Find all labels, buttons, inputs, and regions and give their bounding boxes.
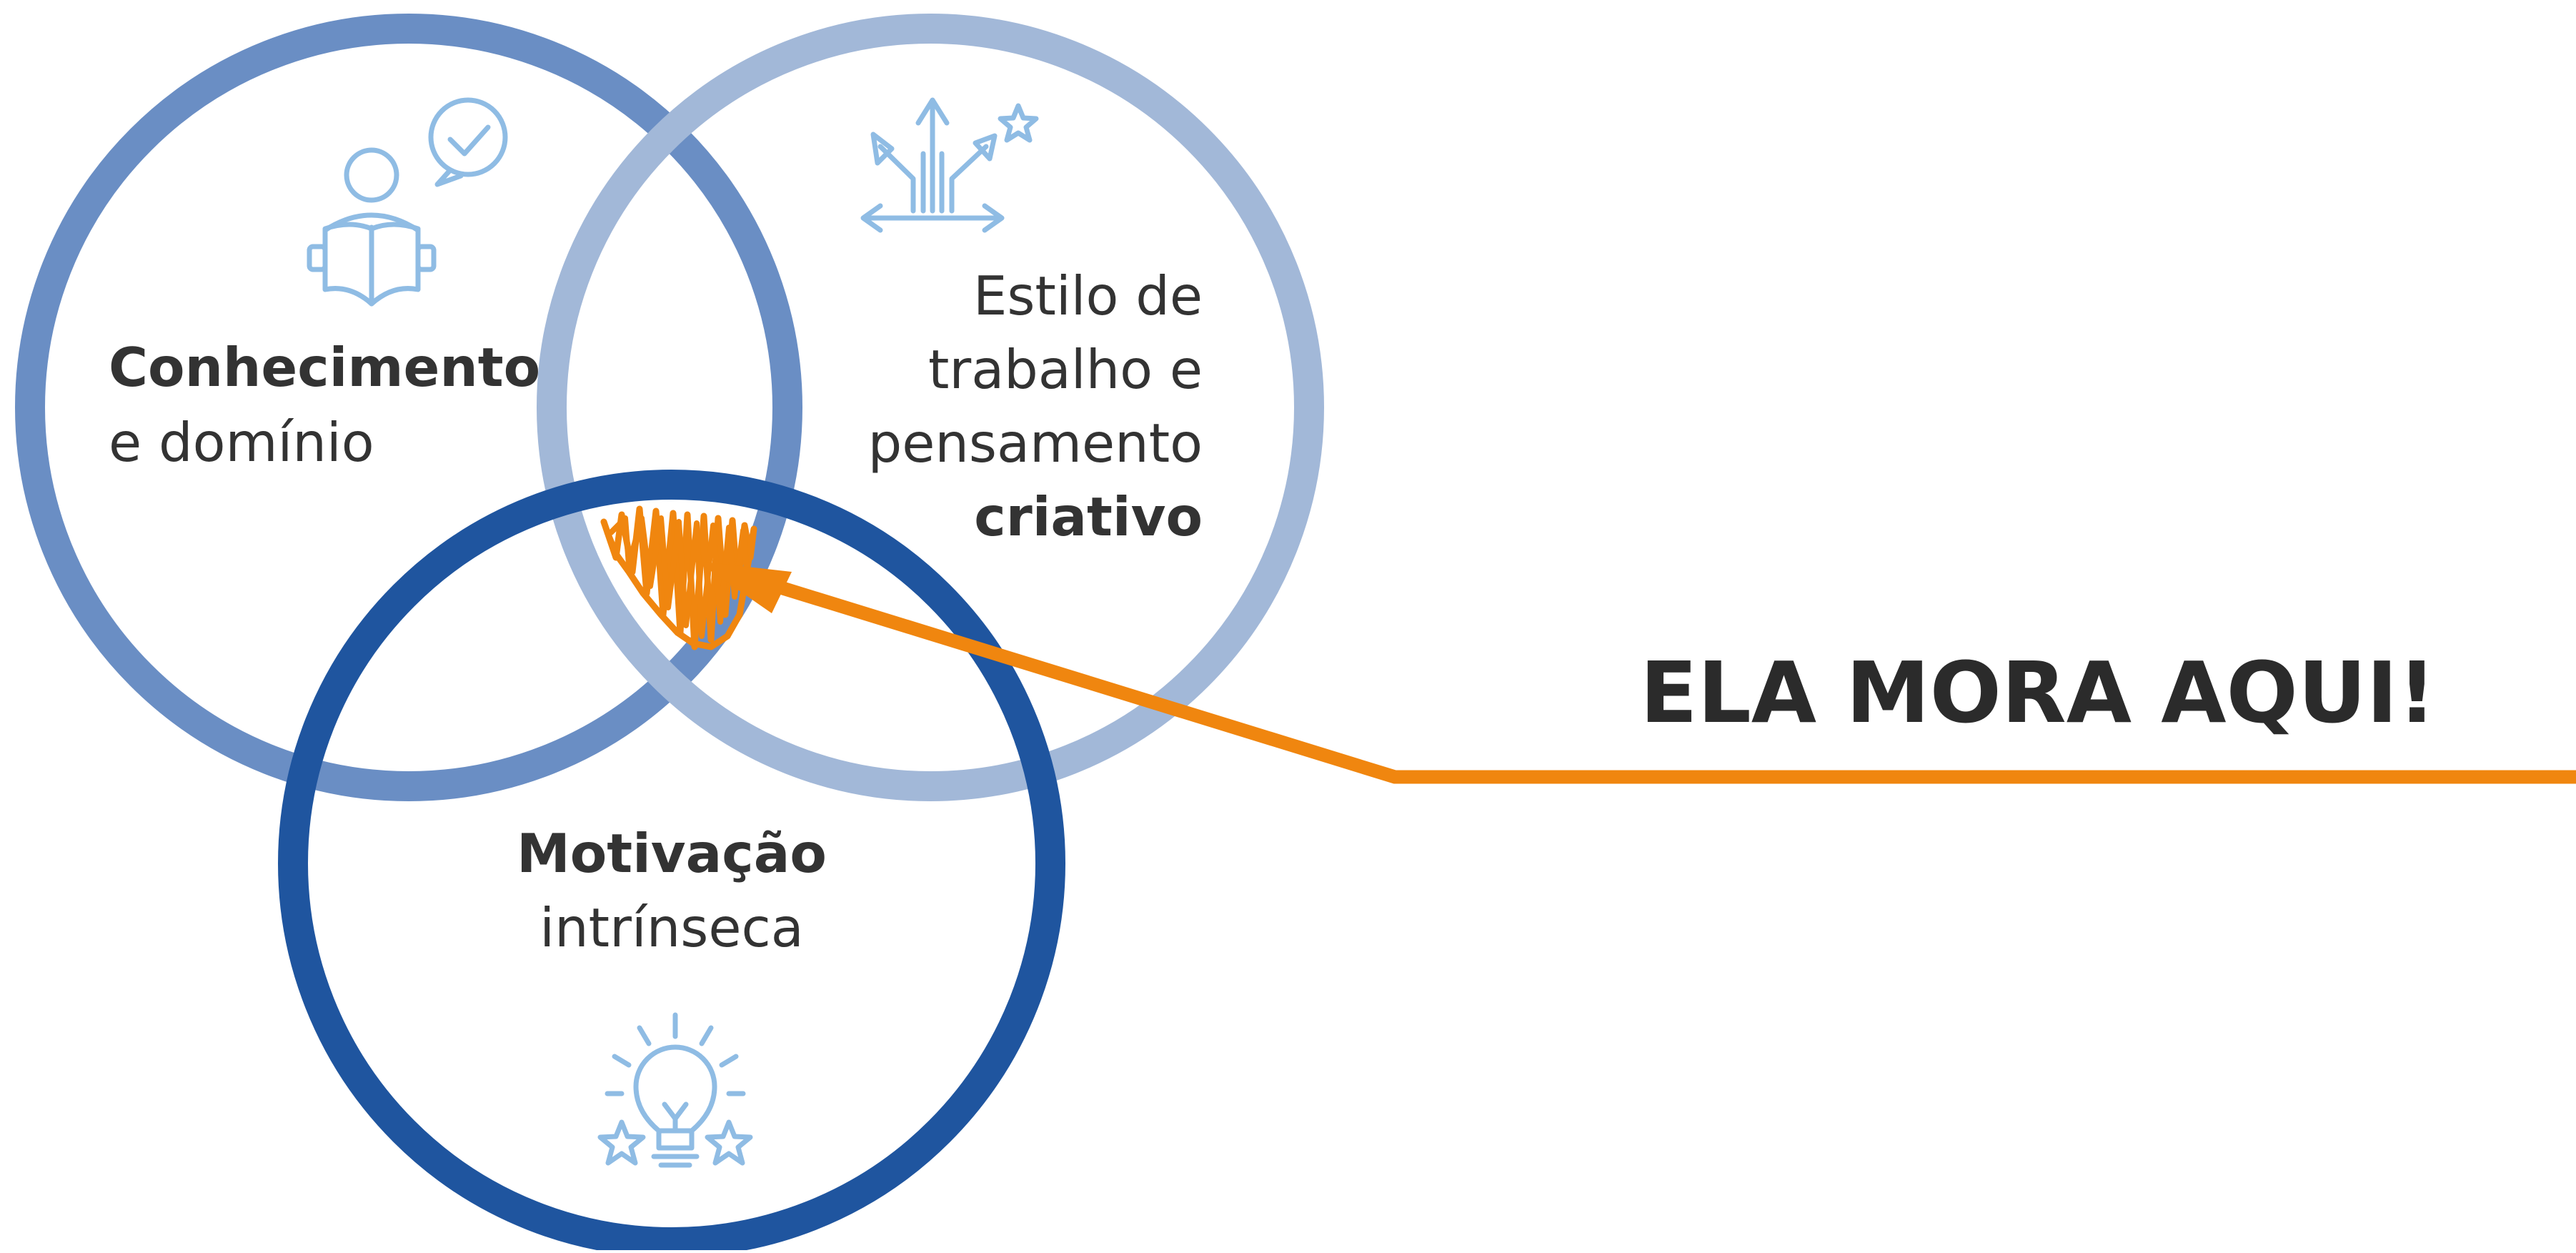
motivation-title: Motivação: [517, 822, 827, 885]
creative-line-4: criativo: [974, 485, 1203, 548]
diverging-arrows-icon: [860, 97, 1039, 233]
center-scribble: [600, 505, 757, 650]
creative-line-1: Estilo de: [973, 264, 1203, 327]
knowledge-title: Conhecimento: [109, 336, 540, 399]
callout-arrow-head: [697, 561, 792, 613]
creative-line-2: trabalho e: [928, 338, 1203, 401]
callout-headline: ELA MORA AQUI!: [1640, 643, 2436, 742]
creative-circle: [537, 14, 1324, 801]
motivation-circle: [278, 470, 1065, 1253]
motivation-subtitle: intrínseca: [539, 896, 803, 959]
callout-arrow-line: [755, 573, 2576, 784]
person-reading-book-icon: [307, 97, 508, 307]
lightbulb-stars-icon: [597, 1012, 753, 1168]
center-scribble-2: [608, 515, 750, 639]
knowledge-circle: [15, 14, 802, 801]
knowledge-subtitle: e domínio: [109, 411, 374, 474]
creative-line-3: pensamento: [868, 412, 1203, 475]
